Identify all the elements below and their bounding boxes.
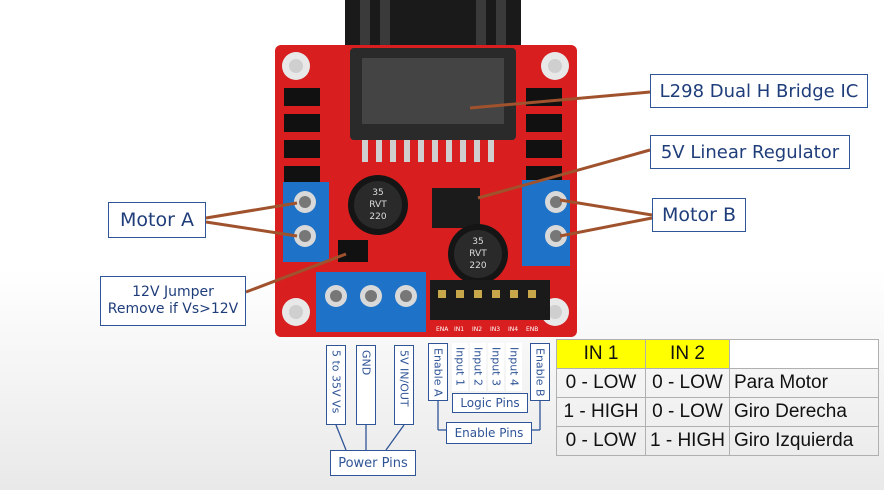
- input3-pin-label: Input 3: [488, 343, 504, 391]
- logic-header: [430, 280, 550, 320]
- cell-action: Para Motor: [728, 368, 879, 398]
- pin-label-in2: IN2: [472, 326, 482, 333]
- jumper-label-line1: 12V Jumper: [132, 283, 214, 300]
- vs-pin-label: 5 to 35V Vs: [326, 345, 346, 425]
- capacitor-2-text-b: RVT: [469, 249, 487, 259]
- enable-b-text: Enable B: [533, 348, 547, 397]
- pin-label-in4: IN4: [508, 326, 518, 333]
- capacitor-1-text-b: RVT: [369, 200, 387, 210]
- enable-a-text: Enable A: [431, 348, 445, 397]
- gnd-pin-label: GND: [356, 345, 376, 425]
- input1-pin-label: Input 1: [452, 343, 468, 391]
- motor-a-label: Motor A: [120, 209, 194, 231]
- pin-connectors: [335, 400, 541, 451]
- power-pins-label: Power Pins: [330, 450, 416, 476]
- 5v-regulator: [432, 188, 480, 228]
- enable-pins-text: Enable Pins: [454, 426, 524, 440]
- motor-b-label: Motor B: [662, 204, 736, 226]
- motor-b-callout: Motor B: [652, 198, 746, 232]
- motor-a-callout: Motor A: [108, 202, 206, 238]
- cell-in1: 0 - LOW: [556, 368, 646, 398]
- table-row: 1 - HIGH 0 - LOW Giro Derecha: [556, 397, 879, 427]
- regulator-label: 5V Linear Regulator: [660, 141, 840, 163]
- diodes: [284, 88, 562, 184]
- enable-pins-label: Enable Pins: [446, 422, 532, 444]
- input1-text: Input 1: [453, 347, 467, 386]
- pin-label-in3: IN3: [490, 326, 500, 333]
- cell-in1: 1 - HIGH: [556, 397, 646, 427]
- regulator-callout: 5V Linear Regulator: [650, 135, 850, 169]
- cell-in2: 0 - LOW: [645, 397, 730, 427]
- enable-b-pin-label: Enable B: [530, 343, 550, 401]
- input4-text: Input 4: [507, 347, 521, 386]
- capacitor-2: 35 RVT 220: [448, 224, 508, 284]
- capacitor-1-text-a: 35: [372, 188, 383, 198]
- input2-pin-label: Input 2: [470, 343, 486, 391]
- truth-table-header-row: IN 1 IN 2: [556, 339, 879, 369]
- cell-in1: 0 - LOW: [556, 426, 646, 456]
- capacitor-1-text-c: 220: [369, 212, 386, 222]
- table-row: 0 - LOW 0 - LOW Para Motor: [556, 368, 879, 398]
- header-action: [728, 339, 879, 369]
- l298-ic-label: L298 Dual H Bridge IC: [659, 80, 859, 102]
- l298-ic-callout: L298 Dual H Bridge IC: [650, 74, 868, 108]
- capacitor-2-text-c: 220: [469, 261, 486, 271]
- logic-pins-text: Logic Pins: [460, 396, 520, 410]
- jumper-callout: 12V Jumper Remove if Vs>12V: [100, 276, 246, 326]
- pin-label-ena: ENA: [436, 326, 449, 333]
- motor-b-terminal: [522, 180, 570, 266]
- enable-a-pin-label: Enable A: [428, 343, 448, 401]
- logic-pins-label: Logic Pins: [452, 393, 528, 413]
- input2-text: Input 2: [471, 347, 485, 386]
- input4-pin-label: Input 4: [506, 343, 522, 391]
- header-in1: IN 1: [556, 339, 646, 369]
- capacitor-1: 35 RVT 220: [348, 175, 408, 235]
- pin-label-enb: ENB: [526, 326, 538, 333]
- cell-action: Giro Izquierda: [728, 426, 879, 456]
- gnd-pin-text: GND: [359, 350, 373, 376]
- ic-pins: [362, 140, 494, 162]
- cell-in2: 0 - LOW: [645, 368, 730, 398]
- cell-action: Giro Derecha: [728, 397, 879, 427]
- pin-label-in1: IN1: [454, 326, 464, 333]
- truth-table: IN 1 IN 2 0 - LOW 0 - LOW Para Motor 1 -…: [556, 339, 879, 456]
- power-pins-text: Power Pins: [338, 455, 408, 471]
- motor-a-terminal: [283, 182, 329, 262]
- header-in2: IN 2: [645, 339, 730, 369]
- power-terminal: [316, 272, 426, 332]
- 5v-pin-text: 5V IN/OUT: [397, 350, 411, 407]
- board-pin-labels: ENA IN1 IN2 IN3 IN4 ENB: [436, 326, 538, 333]
- 12v-jumper: [338, 240, 368, 262]
- leader-lines: [205, 90, 653, 294]
- input3-text: Input 3: [489, 347, 503, 386]
- table-row: 0 - LOW 1 - HIGH Giro Izquierda: [556, 426, 879, 456]
- 5v-pin-label: 5V IN/OUT: [394, 345, 414, 425]
- vs-pin-text: 5 to 35V Vs: [329, 350, 343, 414]
- jumper-label-line2: Remove if Vs>12V: [107, 301, 239, 317]
- cell-in2: 1 - HIGH: [645, 426, 730, 456]
- capacitor-2-text-a: 35: [472, 237, 483, 247]
